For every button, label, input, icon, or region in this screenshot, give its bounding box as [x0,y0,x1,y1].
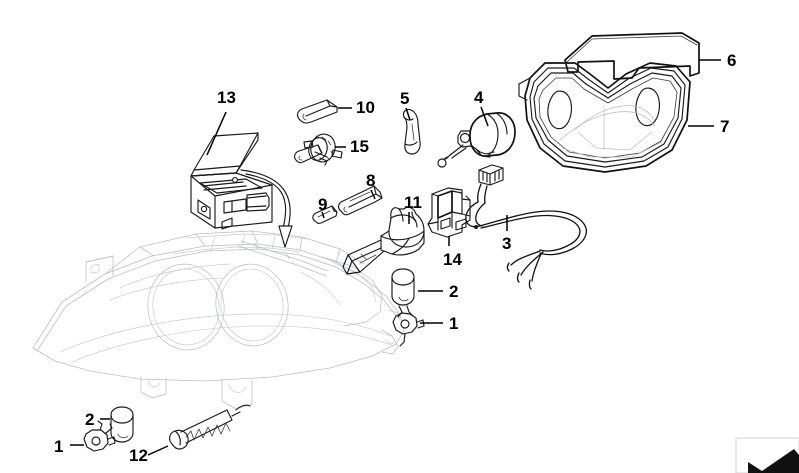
callout-label-10: 10 [356,98,375,117]
callout-label-11: 11 [404,193,422,212]
part-8-contact-pin-large [337,185,383,216]
part-13-control-module [190,132,273,230]
callout-label-5: 5 [400,89,410,108]
part-5-retaining-clip [402,108,421,155]
callout-label-14: 14 [443,250,462,269]
part-15-socket-holder [293,133,343,166]
install-arrow-13 [240,169,293,248]
callout-label-4: 4 [474,88,484,107]
callout-label-9: 9 [318,195,328,214]
part-10-glass-bulb [296,99,338,124]
part-2-socket-left [110,406,134,443]
callout-label-13: 13 [217,88,236,107]
callout-label-15: 15 [350,137,369,156]
callout-label-1-left: 1 [54,437,64,456]
part-14-retaining-bracket [427,187,471,238]
part-7-rear-cover [518,62,691,173]
callout-label-6: 6 [727,51,737,70]
part-11-halogen-bulb [342,206,425,275]
headlight-assembly-outline [32,230,405,410]
callout-label-7: 7 [720,117,730,136]
leader-lines [70,59,721,456]
callout-label-12: 12 [129,446,148,465]
callout-label-2-left: 2 [85,410,95,429]
corner-watermark [735,437,799,473]
part-2-socket-right [391,268,415,306]
callout-label-2-right: 2 [449,282,459,301]
part-1-bulb-right [392,305,425,347]
callout-label-3: 3 [502,234,512,253]
part-1-bulb-left [83,420,116,452]
callout-label-1-right: 1 [449,314,459,333]
part-4-adjuster-motor [437,112,516,186]
part-12-mounting-screw [169,404,251,450]
part-3-wiring-harness [465,183,587,290]
callout-label-8: 8 [366,171,376,190]
part-9-contact-pin-small [312,205,338,224]
